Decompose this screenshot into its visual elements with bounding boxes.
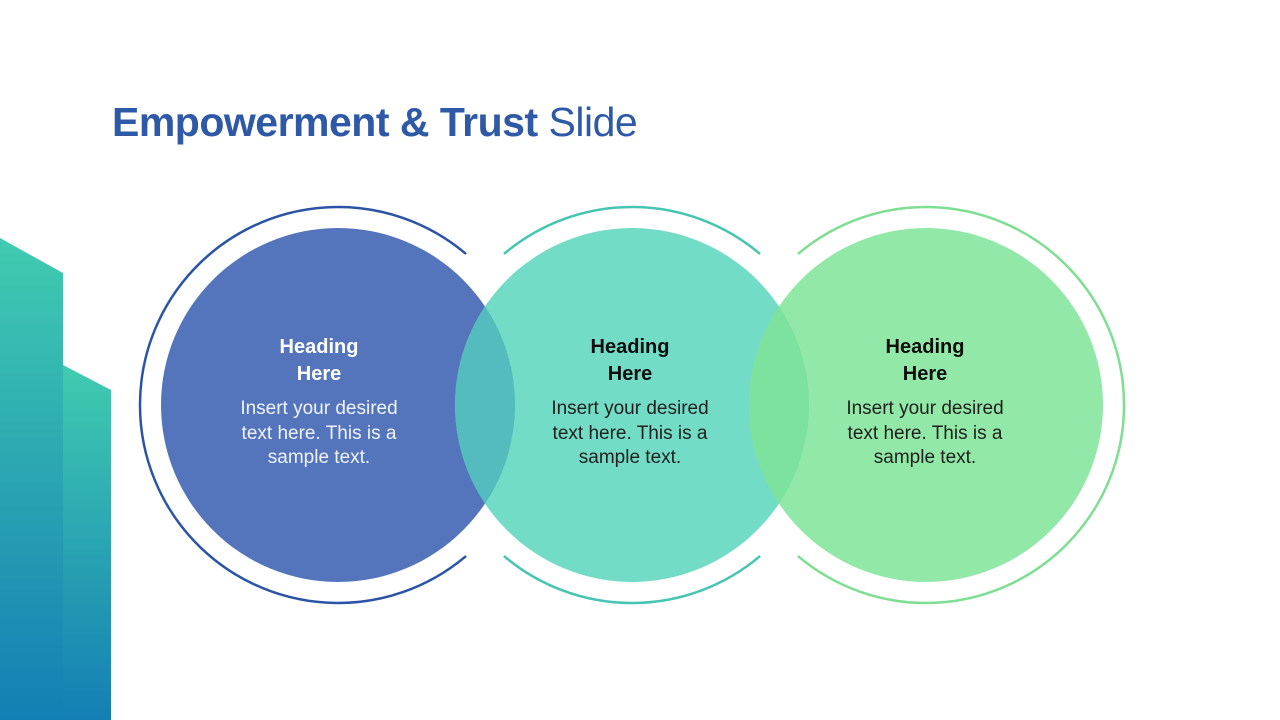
ring-middle-circle-bottom-arc xyxy=(503,555,761,605)
circle-left xyxy=(161,228,515,582)
card-1-heading: Heading Here xyxy=(189,334,449,388)
card-1-text: Heading Here Insert your desired text he… xyxy=(189,334,449,471)
card-1-body-line-1: Insert your desired xyxy=(240,398,398,419)
card-3-text: Heading Here Insert your desired text he… xyxy=(795,334,1055,471)
card-2-text: Heading Here Insert your desired text he… xyxy=(500,334,760,471)
card-1-body-line-3: sample text. xyxy=(267,447,371,468)
card-3-heading: Heading Here xyxy=(795,334,1055,388)
card-1-heading-line-2: Here xyxy=(296,363,342,385)
card-2-heading-line-2: Here xyxy=(607,363,653,385)
card-2-body-line-1: Insert your desired xyxy=(551,398,709,419)
ring-right-circle xyxy=(797,205,1126,605)
slide-title-light: Slide xyxy=(548,99,638,145)
card-1-heading-line-1: Heading xyxy=(279,336,359,358)
card-2-body-line-3: sample text. xyxy=(578,447,682,468)
card-3-heading-line-2: Here xyxy=(902,363,948,385)
slide-title-bold: Empowerment & Trust xyxy=(112,99,538,145)
overlap-middle-right xyxy=(749,306,809,504)
card-1-body: Insert your desired text here. This is a… xyxy=(189,397,449,471)
card-2-body-line-2: text here. This is a xyxy=(552,422,708,444)
card-3-body: Insert your desired text here. This is a… xyxy=(795,397,1055,471)
card-2-heading: Heading Here xyxy=(500,334,760,388)
overlap-left-middle xyxy=(455,306,515,504)
card-1-body-line-2: text here. This is a xyxy=(241,422,397,444)
decor-bar-right xyxy=(63,365,111,720)
decor-bar-left xyxy=(0,238,63,720)
card-2-body: Insert your desired text here. This is a… xyxy=(500,397,760,471)
ring-middle-circle-top-arc xyxy=(503,205,761,255)
circle-right xyxy=(749,228,1103,582)
card-3-body-line-2: text here. This is a xyxy=(847,422,1003,444)
ring-left-circle xyxy=(138,205,467,605)
circle-middle xyxy=(455,228,809,582)
card-3-body-line-1: Insert your desired xyxy=(846,398,1004,419)
slide-title: Empowerment & Trust Slide xyxy=(112,98,638,146)
card-2-heading-line-1: Heading xyxy=(590,336,670,358)
card-3-heading-line-1: Heading xyxy=(885,336,965,358)
card-3-body-line-3: sample text. xyxy=(873,447,977,468)
